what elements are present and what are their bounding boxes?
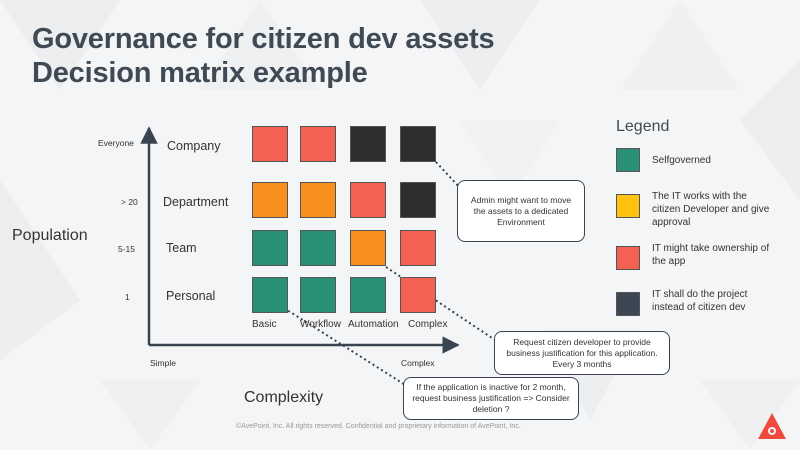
callout-text: Request citizen developer to provide bus… xyxy=(506,336,658,369)
row-label-personal: Personal xyxy=(166,289,216,303)
callout-text: If the application is inactive for 2 mon… xyxy=(412,382,570,414)
matrix-cell-personal-basic xyxy=(252,277,288,313)
column-label-basic: Basic xyxy=(252,319,277,330)
legend-label: The IT works with the citizen Developer … xyxy=(652,191,770,228)
row-label-department: Department xyxy=(163,195,229,209)
matrix-cell-department-workflow xyxy=(300,182,336,218)
column-label-workflow: Workflow xyxy=(300,319,341,330)
matrix-cell-department-complex xyxy=(400,182,436,218)
matrix-cell-personal-workflow xyxy=(300,277,336,313)
legend-label: IT shall do the project instead of citiz… xyxy=(652,289,748,313)
matrix-cell-company-automation xyxy=(350,126,386,162)
y-axis-top-label: Everyone xyxy=(98,138,134,148)
x-axis-title: Complexity xyxy=(244,389,324,406)
row-label-company: Company xyxy=(167,139,221,153)
matrix-cell-team-workflow xyxy=(300,230,336,266)
matrix-cell-department-automation xyxy=(350,182,386,218)
matrix-cell-personal-complex xyxy=(400,277,436,313)
callout-text: Admin might want to move the assets to a… xyxy=(470,194,572,227)
column-label-complex: Complex xyxy=(408,319,448,330)
callout-business-justification: Request citizen developer to provide bus… xyxy=(494,331,670,375)
legend-swatch-red xyxy=(616,246,640,270)
legend-swatch-green xyxy=(616,148,640,172)
copyright-footer: ©AvePoint, Inc. All rights reserved. Con… xyxy=(236,423,521,430)
title-line-1: Governance for citizen dev assets xyxy=(32,23,495,55)
matrix-cell-company-basic xyxy=(252,126,288,162)
legend-title: Legend xyxy=(616,118,670,135)
legend-swatch-slate xyxy=(616,292,640,316)
population-label-personal: 1 xyxy=(125,292,130,302)
y-axis-title: Population xyxy=(12,227,88,244)
matrix-cell-team-automation xyxy=(350,230,386,266)
matrix-cell-team-basic xyxy=(252,230,288,266)
callout-inactive-deletion: If the application is inactive for 2 mon… xyxy=(403,377,579,420)
matrix-cell-department-basic xyxy=(252,182,288,218)
matrix-cell-personal-automation xyxy=(350,277,386,313)
legend-label: IT might take ownership of the app xyxy=(652,243,770,267)
matrix-cell-company-complex xyxy=(400,126,436,162)
row-label-team: Team xyxy=(166,241,197,255)
title-line-2: Decision matrix example xyxy=(32,57,368,89)
population-label-team: 5-15 xyxy=(118,244,136,254)
x-axis-left-label: Simple xyxy=(150,358,176,368)
legend-label: Selfgoverned xyxy=(652,155,711,166)
callout-move-environment: Admin might want to move the assets to a… xyxy=(457,180,585,242)
matrix-cell-team-complex xyxy=(400,230,436,266)
column-label-automation: Automation xyxy=(348,319,399,330)
avepoint-logo-icon xyxy=(758,413,786,439)
page-title: Governance for citizen dev assets Decisi… xyxy=(32,22,495,90)
matrix-cell-company-workflow xyxy=(300,126,336,162)
legend-swatch-yellow xyxy=(616,194,640,218)
population-label-department: > 20 xyxy=(121,197,138,207)
x-axis-right-label: Complex xyxy=(401,358,435,368)
